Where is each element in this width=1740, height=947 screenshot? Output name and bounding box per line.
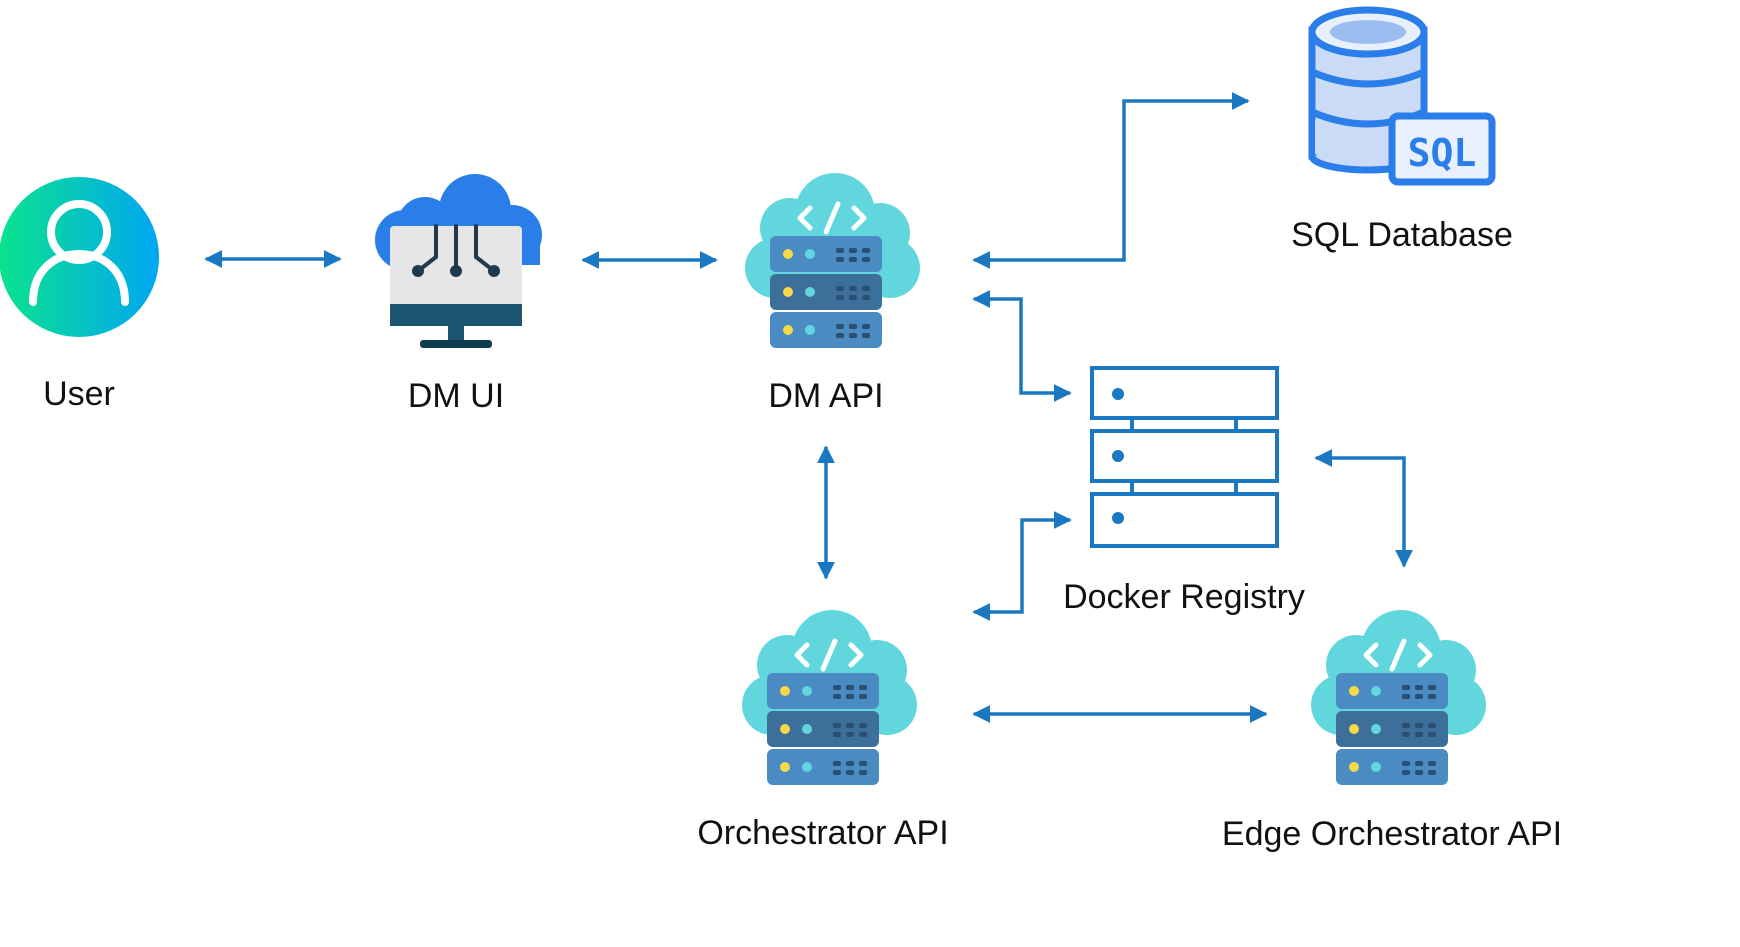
sql-badge-text: SQL (1408, 131, 1477, 175)
dm-ui-label: DM UI (408, 377, 504, 415)
dm-api-node: DM API (745, 173, 920, 415)
edge-orchestrator-api-label: Edge Orchestrator API (1222, 815, 1562, 853)
cloud-server-icon (1311, 610, 1486, 785)
connectors (204, 92, 1413, 723)
user-node: User (0, 177, 159, 413)
cloud-server-icon (745, 173, 920, 348)
edge-orchestrator-docker (972, 511, 1072, 621)
user-label: User (43, 375, 115, 413)
user-icon (0, 177, 159, 337)
edge-dmapi-docker (972, 290, 1072, 402)
edge-dmapi-sql (972, 92, 1250, 269)
edge-docker-edgeorch (1314, 449, 1413, 568)
sql-database-node: SQL SQL Database (1291, 6, 1513, 254)
sql-database-label: SQL Database (1291, 216, 1513, 254)
cloud-server-icon (742, 610, 917, 785)
dm-ui-node: DM UI (375, 174, 542, 415)
database-icon: SQL (1308, 6, 1496, 186)
docker-registry-node: Docker Registry (1063, 366, 1305, 616)
edge-orchestrator-api-node: Edge Orchestrator API (1222, 610, 1562, 853)
docker-registry-label: Docker Registry (1063, 578, 1305, 616)
dm-api-label: DM API (768, 377, 883, 415)
orchestrator-api-node: Orchestrator API (697, 610, 949, 852)
orchestrator-api-label: Orchestrator API (697, 814, 948, 852)
cloud-monitor-icon (375, 174, 542, 348)
server-rack-icon (1090, 366, 1279, 548)
